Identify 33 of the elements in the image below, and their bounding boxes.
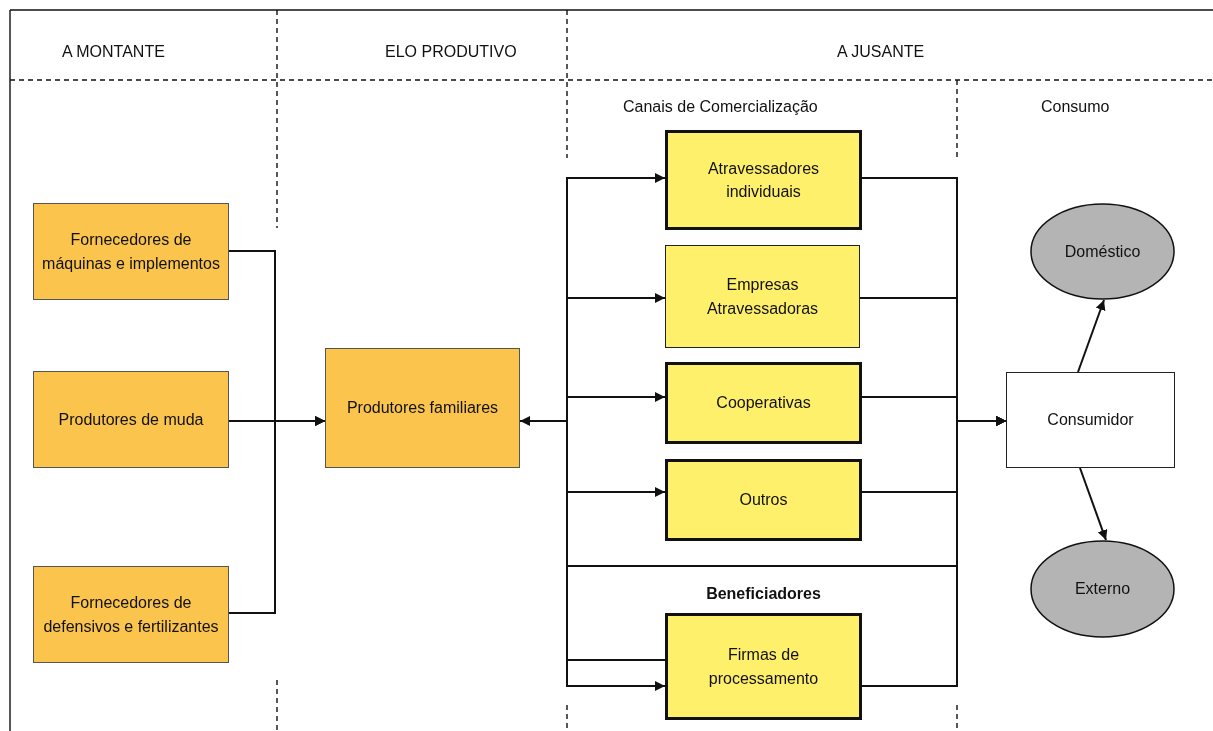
column-heading: ELO PRODUTIVO [385,43,517,61]
market-ellipse [1030,540,1175,638]
channel-box [665,459,862,541]
channel-box [665,245,860,348]
arrow [228,416,326,614]
supplier-box [33,566,229,663]
market-ellipse [1030,203,1175,300]
consumer-box [1006,372,1175,468]
node-label: Doméstico [1063,241,1142,262]
channel-box [665,362,862,444]
section-heading: Canais de Comercialização [623,98,818,116]
section-heading: Consumo [1041,98,1110,116]
supplier-box [33,203,229,300]
node-label: Externo [1073,579,1132,600]
producer-box [325,348,520,468]
node-label: Produtores de muda [57,409,205,430]
node-label: Fornecedores de defensivos e fertilizantes [42,593,220,637]
column-heading: A MONTANTE [62,43,165,61]
node-label: Produtores familiares [345,398,500,419]
node-label: Empresas Atravessadoras [705,275,820,319]
column-heading: A JUSANTE [837,43,925,61]
node-label: Outros [738,490,789,511]
node-label: Atravessadores individuais [706,158,821,202]
channel-box [665,130,862,230]
node-label: Cooperativas [715,393,812,414]
arrow [861,416,1007,687]
supplier-box [33,371,229,468]
node-label: Firmas de processamento [707,645,820,689]
arrow [1077,299,1106,373]
node-label: Consumidor [1046,410,1135,431]
group-heading: Beneficiadores [705,584,822,604]
arrow [1079,467,1108,542]
node-label: Fornecedores de máquinas e implementos [41,230,221,274]
